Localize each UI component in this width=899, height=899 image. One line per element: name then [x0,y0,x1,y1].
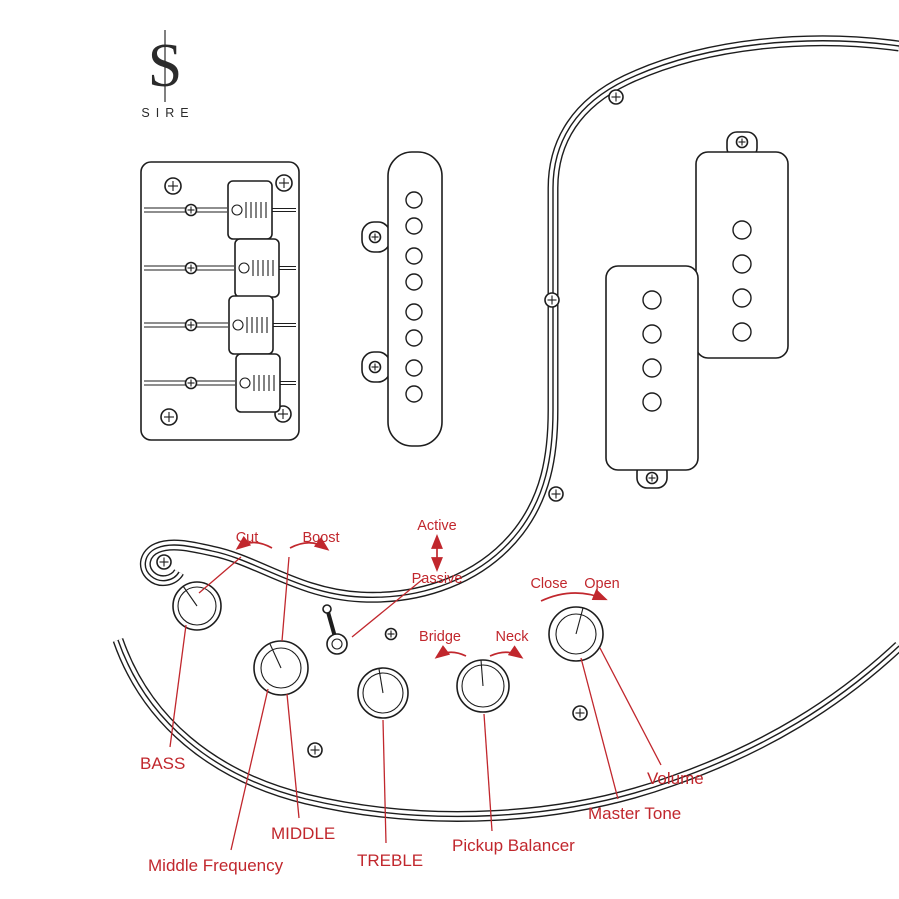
bass-label: BASS [140,754,185,773]
screw-icon [384,627,398,641]
leader-treble-label [382,719,387,844]
treble-label: TREBLE [357,851,423,870]
leader-master-tone-label [580,657,619,800]
active-label: Active [417,518,457,534]
screw-icon [368,230,382,244]
precision-pickup [605,131,789,489]
leader-middle-label [286,693,300,819]
logo-letter: S [148,32,182,100]
cut-arrow-icon [235,535,273,550]
saddle [235,353,281,413]
screw-icon [735,135,749,149]
saddle [228,295,274,355]
screw-icon [160,408,178,426]
screw-icon [544,292,560,308]
active-passive-toggle [322,604,348,655]
screw-icon [307,742,323,758]
pickup-balancer-knob [456,659,510,713]
bridge-label: Bridge [419,629,461,645]
cut-label: Cut [236,530,259,546]
screw-icon [645,471,659,485]
leader-volume-label [599,647,662,766]
screw-icon [184,203,198,217]
screw-icon [548,486,564,502]
logo-wordmark: SIRE [141,106,194,120]
screw-icon [184,376,198,390]
screw-icon [608,89,624,105]
leader-activepassive-to-toggle [351,578,424,638]
sire-logo: S SIRE [141,30,194,120]
jazz-pickup-poles [405,191,423,403]
body-edge-curve [112,638,899,822]
boost-label: Boost [302,530,339,546]
passive-label: Passive [412,571,463,587]
volume-tone-stacked-knob [548,606,604,662]
screw-icon [156,554,172,570]
neck-label: Neck [495,629,529,645]
middle-label: MIDDLE [271,824,335,843]
volume-label: Volume [647,769,704,788]
bass-knob [172,581,222,631]
leader-pickup-balancer-label [483,713,493,832]
precision-pickup-right-half [695,131,789,359]
bridge-assembly [140,161,300,441]
leader-cutboost-to-bass [198,556,242,594]
screw-icon [164,177,182,195]
leader-middle-frequency-label [230,688,269,851]
screw-icon [184,261,198,275]
treble-knob [357,667,409,719]
saddle [227,180,273,240]
pickup-balancer-label: Pickup Balancer [452,836,575,855]
master-tone-label: Master Tone [588,804,681,823]
leader-bass-label [169,624,187,748]
annotation-lines [169,534,662,851]
leader-cutboost-to-middle [281,556,290,642]
screw-icon [368,360,382,374]
precision-pickup-left-half [605,265,699,489]
bridge-arrow-icon [434,645,467,659]
middle-stacked-knob [253,640,309,696]
pickguard-edge-curve [139,35,899,603]
open-label: Open [584,576,619,592]
screw-icon [572,705,588,721]
jazz-pickup [361,151,443,447]
boost-arrow-icon [289,537,330,551]
screw-icon [275,174,293,192]
screw-icon [184,318,198,332]
close-open-arrow-icon [540,589,608,602]
bridge-saddles [227,180,281,413]
close-label: Close [530,576,567,592]
saddle [234,238,280,298]
annotation-text: Cut Boost Active Passive Bridge Neck Clo… [140,518,704,875]
neck-arrow-icon [489,645,524,659]
middle-frequency-label: Middle Frequency [148,856,284,875]
